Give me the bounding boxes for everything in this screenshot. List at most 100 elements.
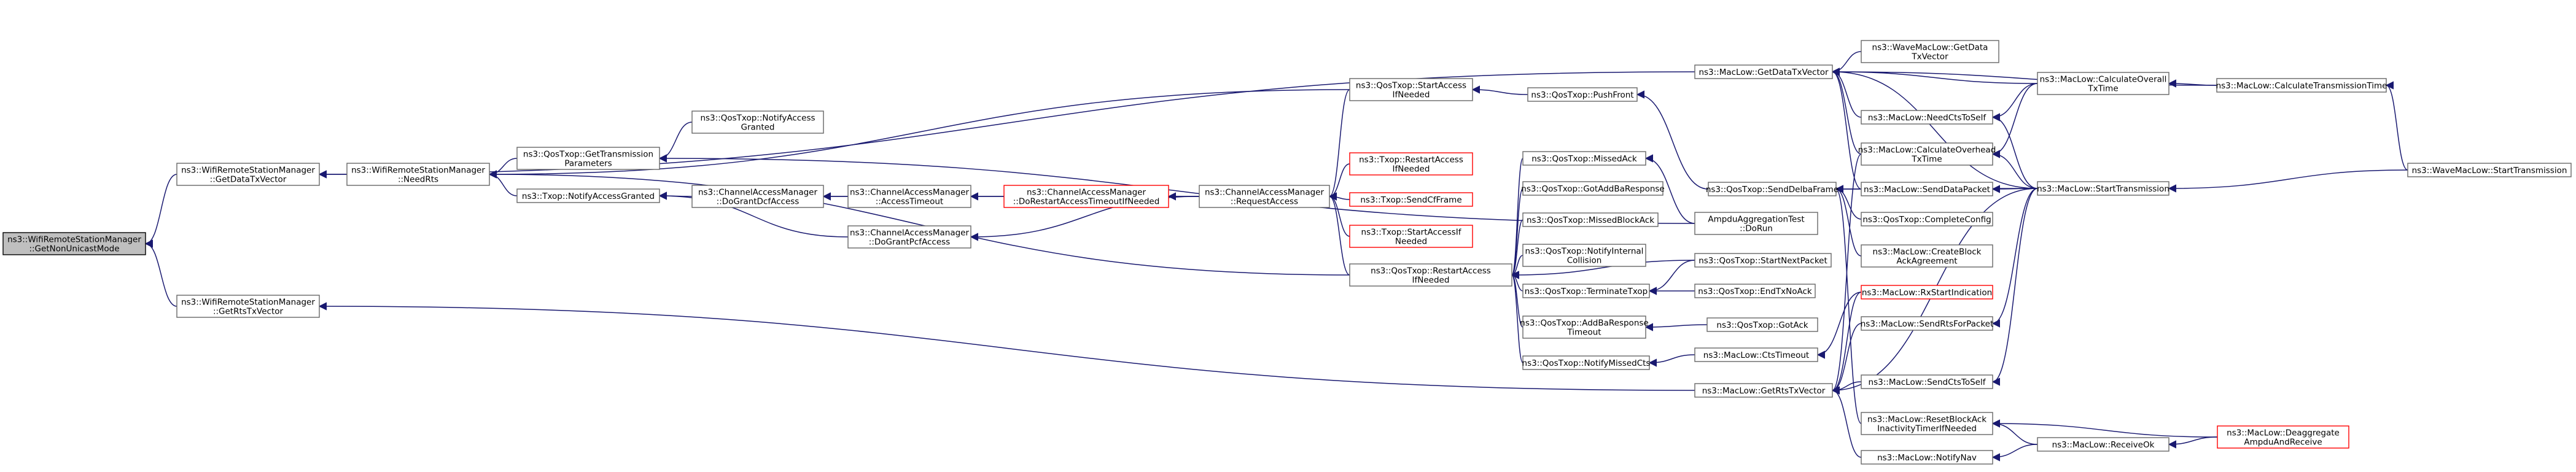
call-edge: [488, 170, 518, 196]
node-box: [1861, 110, 1993, 125]
node-label: ns3::MacLow::NeedCtsToSelf: [1868, 113, 1986, 123]
node-box: [1694, 383, 1833, 398]
node-box: [1349, 78, 1473, 101]
node-qos-notify-missed-cts[interactable]: ns3::QosTxop::NotifyMissedCts: [1522, 355, 1651, 370]
node-label: ns3::ChannelAccessManager: [1027, 188, 1146, 198]
node-box: [2216, 78, 2387, 93]
call-edge: [1648, 260, 1695, 295]
node-label: ns3::QosTxop::GetTransmission: [523, 150, 653, 160]
node-box: [516, 188, 660, 203]
node-label: ns3::WifiRemoteStationManager: [7, 235, 141, 245]
node-label: ns3::QosTxop::NotifyAccess: [700, 114, 815, 123]
node-qos-terminate-txop[interactable]: ns3::QosTxop::TerminateTxop: [1522, 284, 1650, 298]
node-cam-do-restart-access-timeout[interactable]: ns3::ChannelAccessManager::DoRestartAcce…: [1003, 185, 1169, 208]
node-qos-missed-block-ack[interactable]: ns3::QosTxop::MissedBlockAck: [1522, 212, 1659, 227]
node-mac-notify-nav[interactable]: ns3::MacLow::NotifyNav: [1861, 450, 1993, 465]
call-edge: [1636, 90, 1709, 190]
node-mac-start-transmission[interactable]: ns3::MacLow::StartTransmission: [2037, 181, 2169, 196]
node-mac-send-rts-for-packet[interactable]: ns3::MacLow::SendRtsForPacket: [1861, 316, 1994, 331]
node-label: Parameters: [564, 159, 612, 169]
node-label: ::DoRestartAccessTimeoutIfNeeded: [1013, 197, 1160, 207]
node-txop-send-cf-frame[interactable]: ns3::Txop::SendCfFrame: [1349, 192, 1473, 207]
node-box: [1694, 253, 1832, 268]
node-label: ns3::MacLow::NotifyNav: [1877, 453, 1977, 463]
node-label: ns3::Txop::SendCfFrame: [1360, 195, 1461, 205]
node-qos-notify-access-granted[interactable]: ns3::QosTxop::NotifyAccessGranted: [691, 110, 824, 134]
node-mac-reset-block-ack[interactable]: ns3::MacLow::ResetBlockAckInactivityTime…: [1861, 412, 1993, 435]
call-edge: [1835, 185, 1862, 424]
node-label: ::GetDataTxVector: [210, 175, 287, 185]
node-label: ns3::WifiRemoteStationManager: [181, 298, 315, 308]
node-box: [1861, 244, 1993, 268]
call-edge: [1831, 68, 2038, 189]
node-label: Timeout: [1566, 328, 1601, 338]
node-box: [1522, 355, 1650, 370]
call-edge: [1991, 188, 2038, 386]
node-mac-get-rts-tx-vector[interactable]: ns3::MacLow::GetRtsTxVector: [1694, 383, 1833, 398]
node-qos-got-add-ba-response[interactable]: ns3::QosTxop::GotAddBaResponse: [1521, 181, 1665, 196]
node-label: ns3::QosTxop::MissedBlockAck: [1527, 215, 1654, 225]
node-qos-push-front[interactable]: ns3::QosTxop::PushFront: [1527, 87, 1638, 102]
node-box: [847, 185, 971, 208]
node-label: ns3::Txop::NotifyAccessGranted: [522, 192, 655, 201]
node-box: [1349, 192, 1473, 207]
node-txop-notify-access-granted[interactable]: ns3::Txop::NotifyAccessGranted: [516, 188, 660, 203]
node-label: ns3::MacLow::ReceiveOk: [2052, 440, 2155, 450]
node-label: AckAgreement: [1896, 257, 1957, 266]
node-cam-do-grant-pcf-access[interactable]: ns3::ChannelAccessManager::DoGrantPcfAcc…: [847, 225, 971, 249]
call-edge: [1831, 68, 1862, 155]
node-box: [1003, 185, 1169, 208]
node-qos-complete-config[interactable]: ns3::QosTxop::CompleteConfig: [1861, 212, 1993, 226]
node-label: ns3::QosTxop::PushFront: [1531, 90, 1633, 100]
node-box: [2037, 72, 2169, 95]
node-mac-send-cts-to-self[interactable]: ns3::MacLow::SendCtsToSelf: [1861, 374, 1993, 389]
node-get-data-tx-vector[interactable]: ns3::WifiRemoteStationManager::GetDataTx…: [176, 163, 320, 186]
node-cam-do-grant-dcf-access[interactable]: ns3::ChannelAccessManager::DoGrantDcfAcc…: [691, 185, 824, 208]
node-cam-request-access[interactable]: ns3::ChannelAccessManager::RequestAccess: [1199, 185, 1330, 208]
node-qos-missed-ack[interactable]: ns3::QosTxop::MissedAck: [1522, 151, 1646, 166]
node-label: ::GetNonUnicastMode: [29, 244, 119, 254]
node-ampdu-aggregation-test[interactable]: AmpduAggregationTest::DoRun: [1694, 212, 1818, 235]
node-qos-got-ack[interactable]: ns3::QosTxop::GotAck: [1706, 317, 1818, 332]
node-label: ns3::MacLow::CreateBlock: [1873, 247, 1982, 257]
node-box: [2, 232, 146, 255]
node-box: [2217, 425, 2349, 449]
node-qos-send-delba-frame[interactable]: ns3::QosTxop::SendDelbaFrame: [1706, 182, 1839, 196]
node-mac-need-cts-to-self[interactable]: ns3::MacLow::NeedCtsToSelf: [1861, 110, 1993, 125]
node-label: ns3::Txop::StartAccessIf: [1361, 228, 1462, 238]
node-box: [1349, 263, 1512, 287]
node-qos-end-tx-no-ack[interactable]: ns3::QosTxop::EndTxNoAck: [1694, 284, 1816, 298]
node-mac-calculate-transmission-time[interactable]: ns3::MacLow::CalculateTransmissionTime: [2216, 78, 2387, 93]
node-mac-receive-ok[interactable]: ns3::MacLow::ReceiveOk: [2037, 437, 2169, 452]
node-label: ::DoGrantDcfAccess: [717, 197, 800, 207]
node-label: ns3::QosTxop::CompleteConfig: [1862, 215, 1991, 225]
node-need-rts[interactable]: ns3::WifiRemoteStationManager::NeedRts: [346, 163, 490, 186]
call-edge: [1835, 185, 1862, 220]
node-label: Needed: [1395, 237, 1427, 247]
call-edge: [2168, 436, 2218, 449]
node-cam-access-timeout[interactable]: ns3::ChannelAccessManager::AccessTimeout: [847, 185, 971, 208]
node-box: [1522, 284, 1650, 298]
node-root[interactable]: ns3::WifiRemoteStationManager::GetNonUni…: [2, 232, 146, 255]
node-qos-start-next-packet[interactable]: ns3::QosTxop::StartNextPacket: [1694, 253, 1832, 268]
node-wave-start-transmission[interactable]: ns3::WaveMacLow::StartTransmission: [2407, 163, 2572, 177]
node-label: ns3::QosTxop::TerminateTxop: [1525, 287, 1648, 296]
node-get-rts-tx-vector[interactable]: ns3::WifiRemoteStationManager::GetRtsTxV…: [176, 295, 320, 318]
node-mac-send-data-packet[interactable]: ns3::MacLow::SendDataPacket: [1861, 182, 1993, 196]
node-mac-get-data-tx-vector[interactable]: ns3::MacLow::GetDataTxVector: [1694, 64, 1833, 79]
node-mac-cts-timeout[interactable]: ns3::MacLow::CtsTimeout: [1694, 347, 1818, 362]
node-mac-rx-start-indication[interactable]: ns3::MacLow::RxStartIndication: [1861, 285, 1993, 300]
call-edge: [488, 170, 1350, 276]
node-wave-get-data-tx-vector[interactable]: ns3::WaveMacLow::GetDataTxVector: [1861, 40, 1999, 63]
